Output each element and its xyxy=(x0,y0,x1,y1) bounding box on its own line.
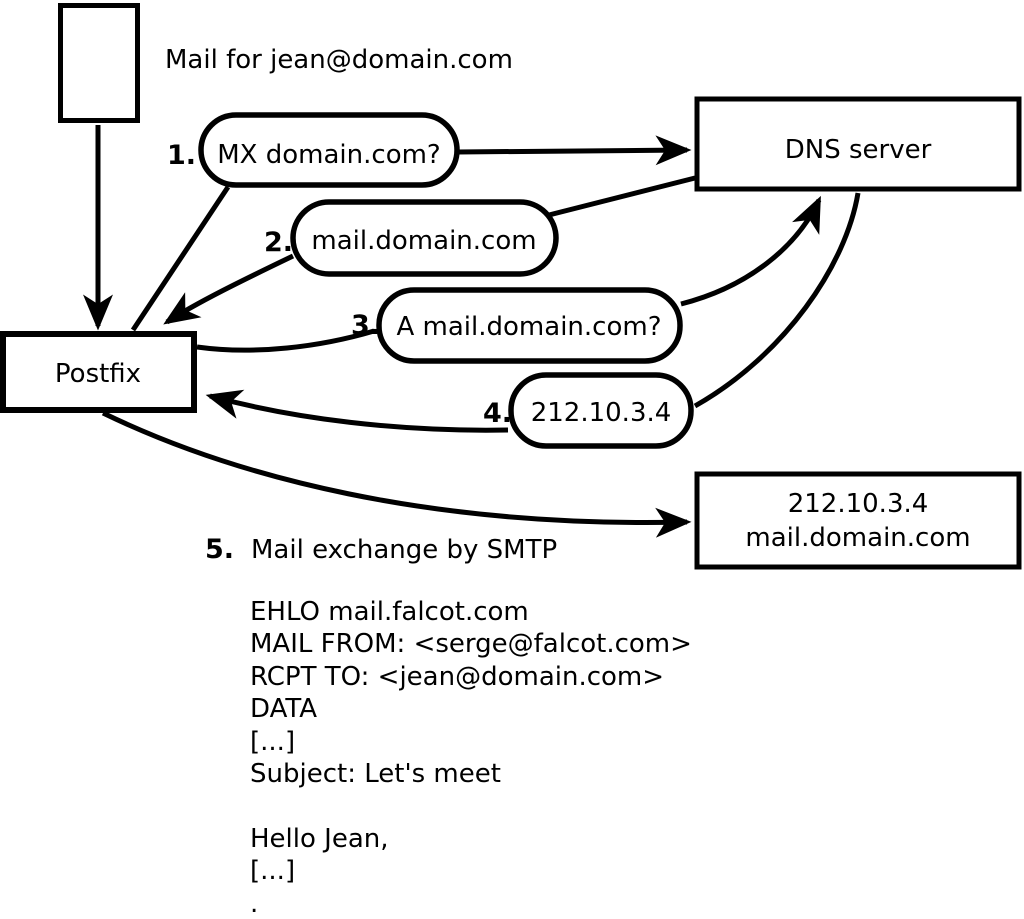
step-2-pill: mail.domain.com 2. xyxy=(264,199,559,277)
step-4-label: 212.10.3.4 xyxy=(531,398,672,428)
step-4-pill: 212.10.3.4 4. xyxy=(483,372,694,449)
envelope-node xyxy=(58,3,140,123)
step-1-label: MX domain.com? xyxy=(217,140,440,170)
smtp-line-ellipsis-1: [...] xyxy=(250,727,295,757)
line-dns-to-step4 xyxy=(693,192,861,409)
smtp-session-block: EHLO mail.falcot.com MAIL FROM: <serge@f… xyxy=(250,597,692,919)
dns-server-label: DNS server xyxy=(785,135,932,165)
step-1-bubble xyxy=(198,112,460,188)
step-2-label: mail.domain.com xyxy=(311,226,536,256)
step-3-label: A mail.domain.com? xyxy=(397,312,662,342)
step-1-number: 1. xyxy=(167,140,196,171)
step-5-caption: 5. Mail exchange by SMTP xyxy=(205,534,557,565)
line-postfix-to-step3 xyxy=(196,328,375,353)
mail-server-ip: 212.10.3.4 xyxy=(788,489,929,519)
step-4-bubble xyxy=(508,372,694,449)
step-5-label: Mail exchange by SMTP xyxy=(251,535,557,565)
smtp-line-end-dot: . xyxy=(250,889,258,919)
step-1-pill: MX domain.com? 1. xyxy=(167,112,460,188)
mail-server-box xyxy=(694,471,1022,570)
smtp-line-subject: Subject: Let's meet xyxy=(250,759,501,789)
postfix-node: Postfix xyxy=(0,331,197,413)
step-3-bubble xyxy=(376,287,683,364)
smtp-line-rcptto: RCPT TO: <jean@domain.com> xyxy=(250,662,664,692)
smtp-line-data: DATA xyxy=(250,694,317,724)
step-2-number: 2. xyxy=(264,227,293,258)
step-5-number: 5. xyxy=(205,534,234,565)
arrow-step2-to-postfix xyxy=(163,253,295,325)
step-3-number: 3. xyxy=(351,310,380,341)
arrow-step3-to-dns xyxy=(680,195,822,307)
smtp-line-hello: Hello Jean, xyxy=(250,824,389,854)
arrow-postfix-to-mailserver xyxy=(101,410,692,538)
step-2-bubble xyxy=(290,199,559,277)
line-postfix-to-step1 xyxy=(130,185,231,332)
mail-server-node: 212.10.3.4 mail.domain.com xyxy=(694,471,1022,570)
step-4-number: 4. xyxy=(483,398,512,429)
postfix-label: Postfix xyxy=(55,359,141,389)
smtp-line-mailfrom: MAIL FROM: <serge@falcot.com> xyxy=(250,629,692,659)
mail-note-text: Mail for jean@domain.com xyxy=(165,45,513,75)
step-3-pill: A mail.domain.com? 3. xyxy=(351,287,683,364)
smtp-line-ehlo: EHLO mail.falcot.com xyxy=(250,597,529,627)
dns-server-node: DNS server xyxy=(694,96,1022,192)
mail-server-hostname: mail.domain.com xyxy=(745,523,970,553)
arrow-step1-to-dns xyxy=(457,135,692,166)
arrow-step4-to-postfix xyxy=(205,389,509,433)
smtp-line-ellipsis-2: [...] xyxy=(250,856,295,886)
line-dns-to-step2 xyxy=(544,175,696,219)
postfix-box xyxy=(0,331,197,413)
dns-server-box xyxy=(694,96,1022,192)
